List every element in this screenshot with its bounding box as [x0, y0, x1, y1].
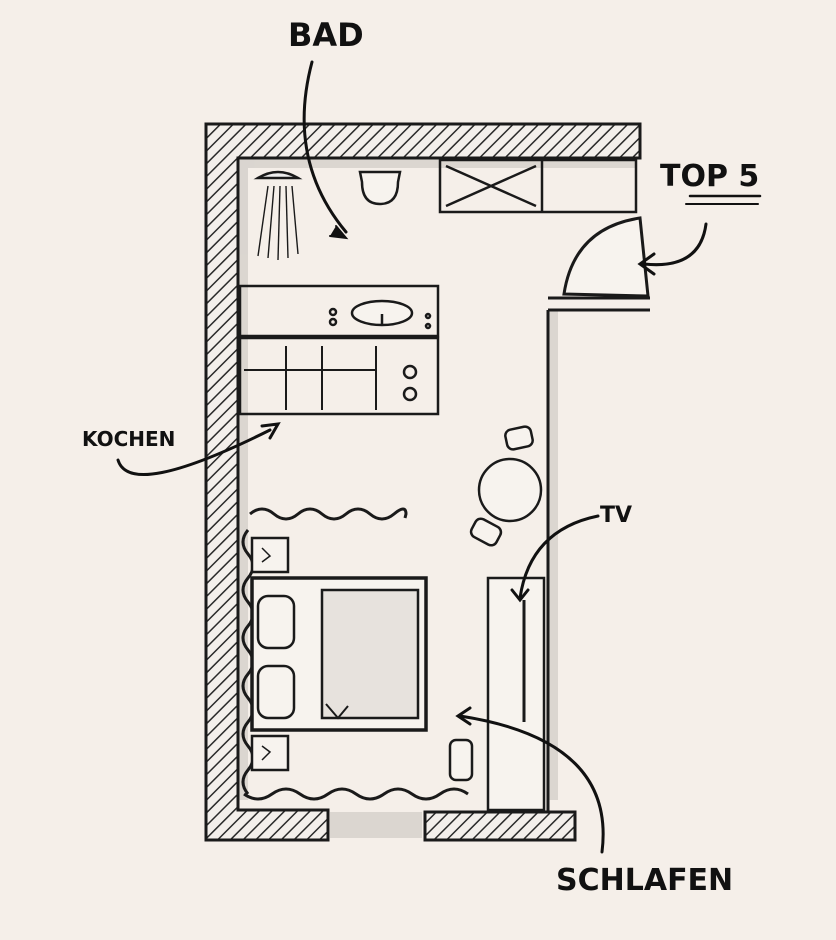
interior-right-wall — [546, 296, 650, 812]
stove-knob-icon — [402, 386, 418, 402]
kitchen-counter-stove — [238, 336, 440, 416]
bathroom — [253, 158, 638, 261]
annotation-arrows — [116, 60, 762, 854]
pillow — [256, 664, 296, 720]
tv-unit — [486, 576, 546, 812]
storage-cabinet — [438, 158, 638, 214]
curtain-top — [249, 507, 408, 521]
bedroom — [250, 536, 474, 782]
kitchen-counter-sink — [238, 284, 440, 338]
curtain-bottom — [243, 787, 469, 801]
exterior-walls — [204, 122, 642, 842]
arrow-schlafen — [458, 714, 605, 854]
label-kochen: KOCHEN — [82, 427, 175, 451]
sink-icon — [350, 299, 414, 327]
tv-cabinet — [486, 576, 546, 812]
chair-icon — [469, 517, 503, 547]
shower-spray-icon — [257, 185, 299, 261]
shower-head-icon — [253, 170, 303, 180]
round-table — [477, 457, 543, 523]
toilet-icon — [358, 170, 402, 206]
label-tv: TV — [600, 503, 632, 528]
bottom-right-wall — [423, 810, 577, 842]
dining-area — [469, 425, 543, 547]
arrow-top — [642, 222, 708, 267]
bed-blanket — [320, 588, 420, 720]
arrow-tv — [518, 514, 600, 600]
entrance-door — [562, 216, 650, 298]
label-top: TOP 5 — [660, 159, 759, 194]
arrow-kochen — [116, 428, 272, 477]
arrow-bad — [302, 60, 348, 234]
kitchen — [238, 284, 440, 416]
label-bad: BAD — [288, 16, 364, 54]
pillow — [256, 594, 296, 650]
chair-icon — [504, 425, 534, 451]
armchair-icon — [448, 738, 474, 782]
stove-knob-icon — [402, 364, 418, 380]
left-top-wall — [204, 122, 642, 842]
label-schlafen: SCHLAFEN — [556, 863, 733, 898]
